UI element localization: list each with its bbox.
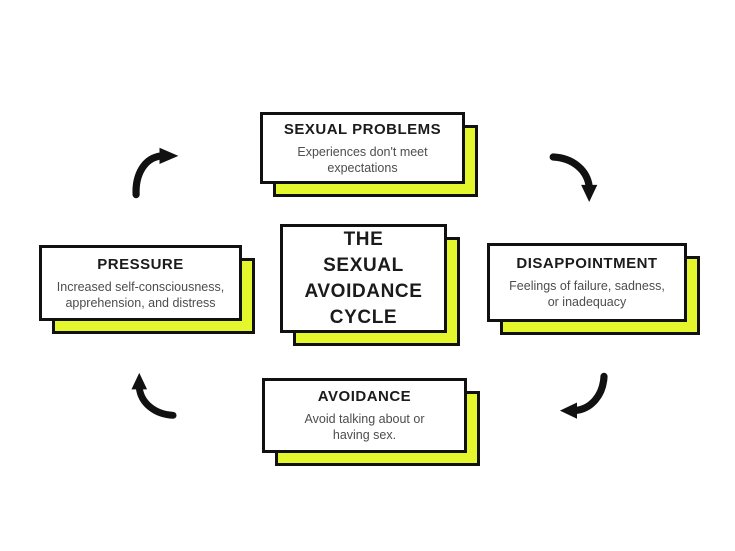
box-face: AVOIDANCE Avoid talking about or having … [262,378,467,453]
box-face: THE SEXUAL AVOIDANCE CYCLE [280,224,447,333]
arrow-disappointment-to-avoidance-icon [558,371,614,425]
box-subtitle: Experiences don't meet expectations [297,144,428,175]
box-face: DISAPPOINTMENT Feelings of failure, sadn… [487,243,687,322]
box-sexual-problems: SEXUAL PROBLEMS Experiences don't meet e… [260,112,478,197]
arrow-avoidance-to-pressure-icon [128,370,180,426]
box-title: DISAPPOINTMENT [516,255,658,272]
box-avoidance: AVOIDANCE Avoid talking about or having … [262,378,480,466]
arrow-sexual-problems-to-disappointment-icon [546,146,600,204]
box-face: PRESSURE Increased self-consciousness, a… [39,245,242,321]
box-subtitle: Avoid talking about or having sex. [304,412,425,442]
box-title: SEXUAL PROBLEMS [283,120,442,138]
box-title: PRESSURE [97,255,184,273]
diagram-title: THE SEXUAL AVOIDANCE CYCLE [304,228,423,328]
box-disappointment: DISAPPOINTMENT Feelings of failure, sadn… [487,243,700,335]
box-subtitle: Increased self-consciousness, apprehensi… [56,279,225,310]
box-title: AVOIDANCE [317,388,412,405]
box-face: SEXUAL PROBLEMS Experiences don't meet e… [260,112,465,184]
box-pressure: PRESSURE Increased self-consciousness, a… [39,245,255,334]
arrow-pressure-to-sexual-problems-icon [126,146,184,200]
box-subtitle: Feelings of failure, sadness, or inadequ… [509,279,665,309]
box-cycle-title: THE SEXUAL AVOIDANCE CYCLE [280,224,460,346]
